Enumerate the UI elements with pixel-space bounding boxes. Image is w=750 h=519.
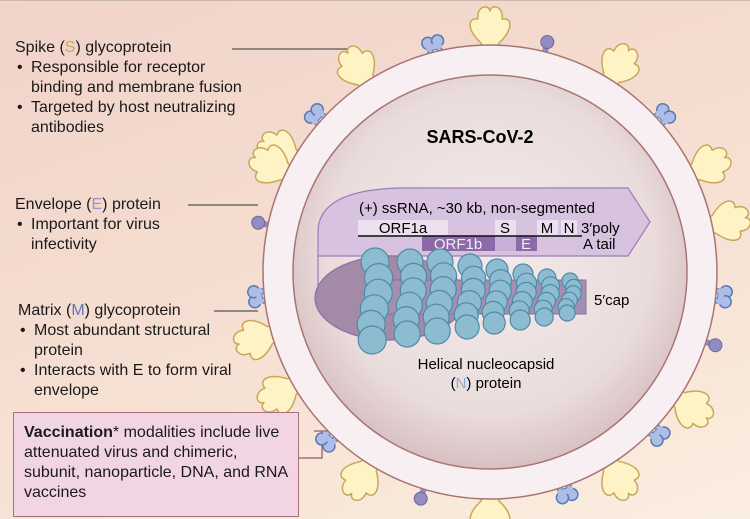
five-prime-cap: 5′cap bbox=[594, 292, 629, 309]
nucleocapsid-bead bbox=[534, 307, 554, 327]
nucleocapsid-label-line1: Helical nucleocapsid bbox=[418, 356, 555, 373]
rna-ribbon bbox=[317, 187, 651, 257]
envelope-label-block: Envelope (E) protein Important for virus… bbox=[15, 195, 255, 255]
nucleocapsid-bead bbox=[357, 325, 387, 355]
spike-bullet-1: Responsible for receptor binding and mem… bbox=[15, 58, 255, 98]
nucleocapsid-bead bbox=[482, 311, 506, 335]
matrix-bullet-1: Most abundant structural protein bbox=[18, 321, 214, 361]
gene-s: S bbox=[500, 220, 510, 237]
gene-n: N bbox=[564, 220, 575, 237]
three-prime-tail: A tail bbox=[583, 236, 616, 253]
vaccination-text: * modalities include live attenuated vir… bbox=[24, 424, 288, 501]
gene-m-box bbox=[537, 220, 558, 235]
gene-e: E bbox=[521, 236, 531, 253]
spike-protein-icon bbox=[469, 6, 511, 78]
vaccination-bold: Vaccination bbox=[24, 424, 113, 441]
top-border bbox=[0, 0, 750, 1]
envelope-title: Envelope (E) protein bbox=[15, 196, 161, 213]
virus-title: SARS-CoV-2 bbox=[426, 127, 533, 147]
matrix-title: Matrix (M) glycoprotein bbox=[18, 302, 181, 319]
gene-s-box bbox=[495, 220, 516, 235]
nucleocapsid-label-line2: (N) protein bbox=[451, 375, 522, 392]
nucleocapsid-bead bbox=[393, 320, 421, 348]
gene-orf1b: ORF1b bbox=[434, 236, 482, 253]
gene-m: M bbox=[541, 220, 554, 237]
genome-header: (+) ssRNA, ~30 kb, non-segmented bbox=[359, 200, 595, 217]
gene-orf1a: ORF1a bbox=[379, 220, 428, 237]
gene-e-box bbox=[516, 236, 537, 251]
nucleocapsid-bead bbox=[558, 304, 576, 322]
three-prime-poly: 3′poly bbox=[581, 220, 620, 237]
matrix-label-block: Matrix (M) glycoprotein Most abundant st… bbox=[18, 301, 258, 401]
spike-title: Spike (S) glycoprotein bbox=[15, 39, 172, 56]
matrix-bullet-2: Interacts with E to form viral envelope bbox=[18, 361, 249, 401]
gene-orf1b-box bbox=[422, 236, 495, 251]
gene-orf1a-box bbox=[358, 220, 448, 235]
gene-spacer-box bbox=[495, 236, 516, 251]
nucleocapsid-bead bbox=[423, 317, 451, 345]
spike-label-block: Spike (S) glycoprotein Responsible for r… bbox=[15, 38, 255, 138]
nucleocapsid-bead bbox=[509, 309, 531, 331]
vaccination-box: Vaccination* modalities include live att… bbox=[13, 412, 299, 517]
helical-nucleocapsid bbox=[356, 247, 583, 355]
spike-bullet-2: Targeted by host neutralizing antibodies bbox=[15, 98, 255, 138]
gene-n-box bbox=[561, 220, 577, 235]
nucleocapsid-bead bbox=[454, 314, 480, 340]
envelope-bullet-1: Important for virus infectivity bbox=[15, 215, 211, 255]
